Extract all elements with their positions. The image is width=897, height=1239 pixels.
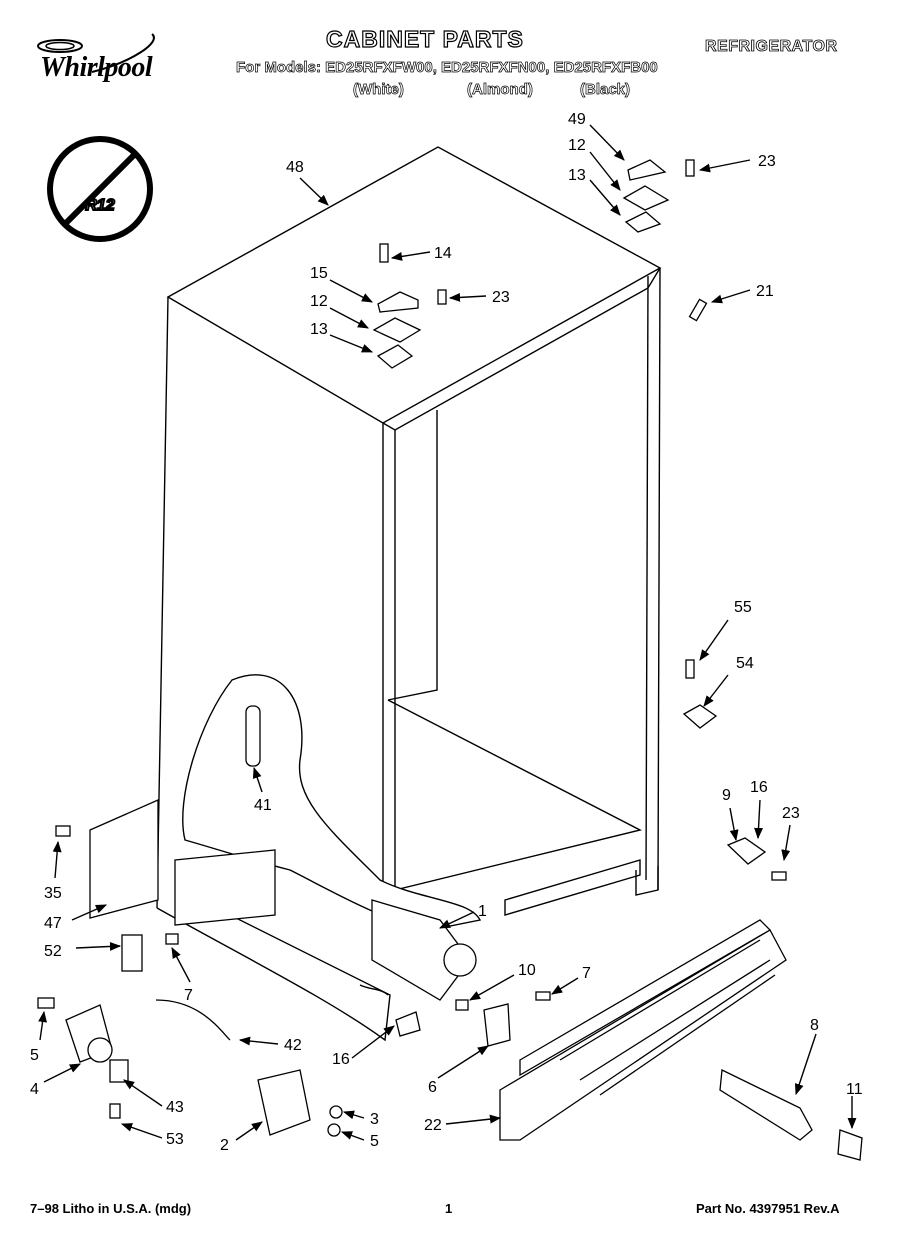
callout-label: 47: [44, 915, 62, 932]
color-almond: (Almond): [467, 81, 534, 99]
callout-label: 6: [428, 1079, 437, 1096]
callout-label: 3: [370, 1111, 379, 1128]
left-side-parts: [55, 705, 276, 972]
callout-label: 16: [332, 1051, 350, 1068]
upper-left-hinge: [372, 243, 447, 369]
callout-label: 5: [30, 1047, 39, 1064]
callout-label: 49: [568, 111, 586, 128]
callout-label: 23: [492, 289, 510, 306]
water-filter-parts: [719, 1069, 863, 1161]
callout-label: 35: [44, 885, 62, 902]
callout-label: 16: [750, 779, 768, 796]
page-title: CABINET PARTS: [325, 25, 524, 52]
model-list: For Models: ED25RFXFW00, ED25RFXFN00, ED…: [236, 59, 658, 77]
callout-label: 54: [736, 655, 754, 672]
callout-label: 14: [434, 245, 452, 262]
part-number: Part No. 4397951 Rev.A: [696, 1201, 840, 1216]
callout-label: 13: [310, 321, 328, 338]
callout-label: 1: [478, 903, 487, 920]
callout-label: 48: [286, 159, 304, 176]
callouts: [38, 124, 857, 1141]
footer-print-info: 7–98 Litho in U.S.A. (mdg): [30, 1201, 192, 1216]
callout-label: 7: [582, 965, 591, 982]
callout-label: 13: [568, 167, 586, 184]
callout-label: 55: [734, 599, 752, 616]
callout-label: 21: [756, 283, 774, 300]
callout-label: 8: [810, 1017, 819, 1034]
callout-label: 11: [846, 1081, 863, 1098]
brand-wordmark: Whirlpool: [40, 52, 153, 83]
callout-label: 41: [254, 797, 272, 814]
toe-grille: [499, 919, 787, 1141]
callout-label: 12: [568, 137, 586, 154]
callout-label: 15: [310, 265, 328, 282]
callout-label: 12: [310, 293, 328, 310]
callout-label: 10: [518, 962, 536, 979]
callout-label: 23: [782, 805, 800, 822]
callout-label: 42: [284, 1037, 302, 1054]
callout-label: 22: [424, 1117, 442, 1134]
callout-label: 9: [722, 787, 731, 804]
lower-parts: [37, 899, 551, 1137]
whirlpool-logo: Whirlpool: [32, 32, 182, 92]
right-side-parts: [682, 659, 787, 881]
callout-label: 7: [184, 987, 193, 1004]
callout-labels: 48 49 12 13 23 14 15 12 13 23 21 55 54 4…: [30, 111, 863, 1154]
callout-label: 4: [30, 1081, 39, 1098]
no-r12-prohibition-icon: R12: [47, 136, 153, 242]
callout-label: 5: [370, 1133, 379, 1150]
color-black: (Black): [580, 81, 631, 99]
callout-label: 43: [166, 1099, 184, 1116]
callout-label: 53: [166, 1131, 184, 1148]
whirlpool-swirl-icon: [37, 33, 155, 73]
callout-label: 2: [220, 1137, 229, 1154]
page-number: 1: [445, 1201, 453, 1216]
callout-label: 23: [758, 153, 776, 170]
callout-label: 52: [44, 943, 62, 960]
upper-right-hinge: [622, 159, 708, 322]
color-white: (White): [353, 81, 405, 99]
appliance-category: REFRIGERATOR: [705, 38, 838, 56]
